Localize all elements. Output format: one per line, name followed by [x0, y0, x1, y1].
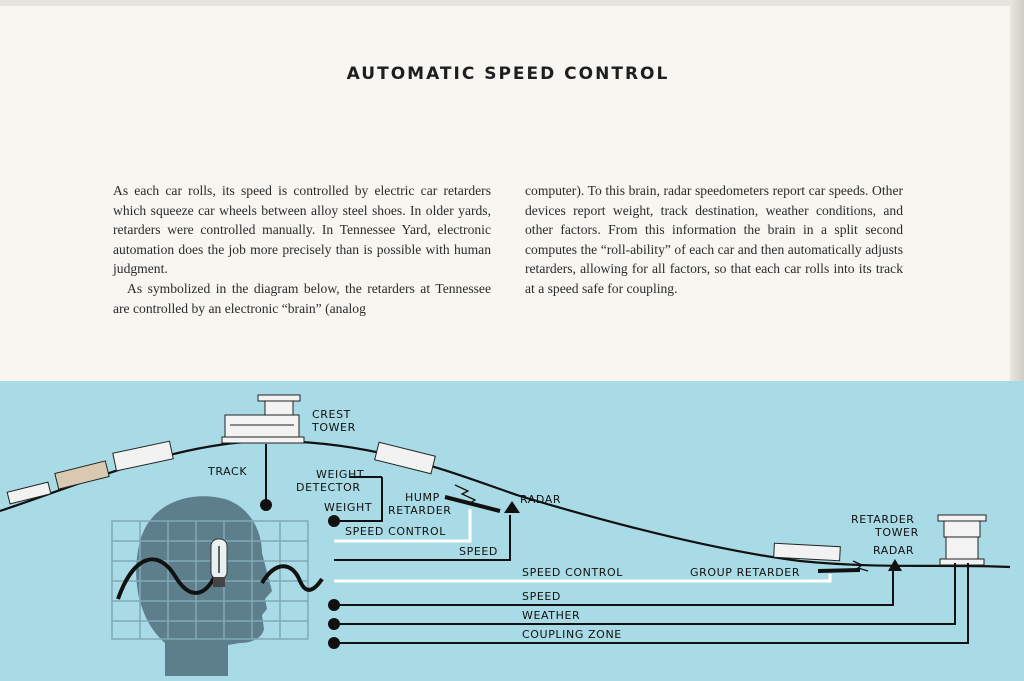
weather-label: WEATHER	[522, 609, 580, 622]
page-title: AUTOMATIC SPEED CONTROL	[346, 64, 670, 84]
retarder-tower-label: TOWER	[874, 526, 919, 539]
brain-head-illustration	[111, 496, 324, 676]
crest-tower-icon	[221, 394, 305, 444]
weight-detector-label: DETECTOR	[296, 481, 361, 494]
diagram-svg: CREST TOWER TRACK WEIGHT DETECTOR HUMP R…	[0, 394, 1011, 676]
coupling-zone-label: COUPLING ZONE	[522, 628, 622, 641]
hump-retarder-label: RETARDER	[388, 504, 452, 517]
weight-detector-label: WEIGHT	[316, 468, 364, 481]
speed-control-diagram: CREST TOWER TRACK WEIGHT DETECTOR HUMP R…	[0, 381, 1024, 681]
group-retarder-label: GROUP RETARDER	[690, 566, 800, 579]
weight-label: WEIGHT	[324, 501, 372, 514]
page-top-edge	[0, 0, 1024, 6]
coupling-zone-node	[328, 637, 340, 649]
body-column-left: As each car rolls, its speed is controll…	[113, 181, 491, 318]
paragraph: As each car rolls, its speed is controll…	[113, 183, 491, 277]
radar-antenna-icon	[504, 501, 520, 513]
speed-control-label: SPEED CONTROL	[345, 525, 446, 538]
rail-cars-crest	[6, 440, 841, 562]
speed-label: SPEED	[459, 545, 498, 558]
track-node	[260, 499, 272, 511]
weather-node	[328, 618, 340, 630]
radar-label: RADAR	[520, 493, 561, 506]
paragraph: As symbolized in the diagram below, the …	[113, 280, 491, 316]
retarder-tower-icon	[937, 514, 987, 566]
crest-tower-label: CREST	[312, 408, 351, 421]
hump-retarder-label: HUMP	[405, 491, 440, 504]
body-column-right: computer). To this brain, radar speedome…	[525, 181, 903, 299]
retarder-tower-label: RETARDER	[851, 513, 915, 526]
weight-node	[328, 515, 340, 527]
radar-label: RADAR	[873, 544, 914, 557]
radar-antenna-icon	[888, 559, 902, 571]
speed-label: SPEED	[522, 590, 561, 603]
paragraph: computer). To this brain, radar speedome…	[525, 183, 903, 296]
radar-wave-icon	[852, 560, 869, 572]
speed-node	[328, 599, 340, 611]
hump-track	[0, 439, 1011, 569]
track-label: TRACK	[207, 465, 247, 478]
radar-wave-icon	[454, 484, 484, 508]
crest-tower-label: TOWER	[311, 421, 356, 434]
vacuum-tube-icon	[210, 538, 228, 587]
speed-control-label: SPEED CONTROL	[522, 566, 623, 579]
